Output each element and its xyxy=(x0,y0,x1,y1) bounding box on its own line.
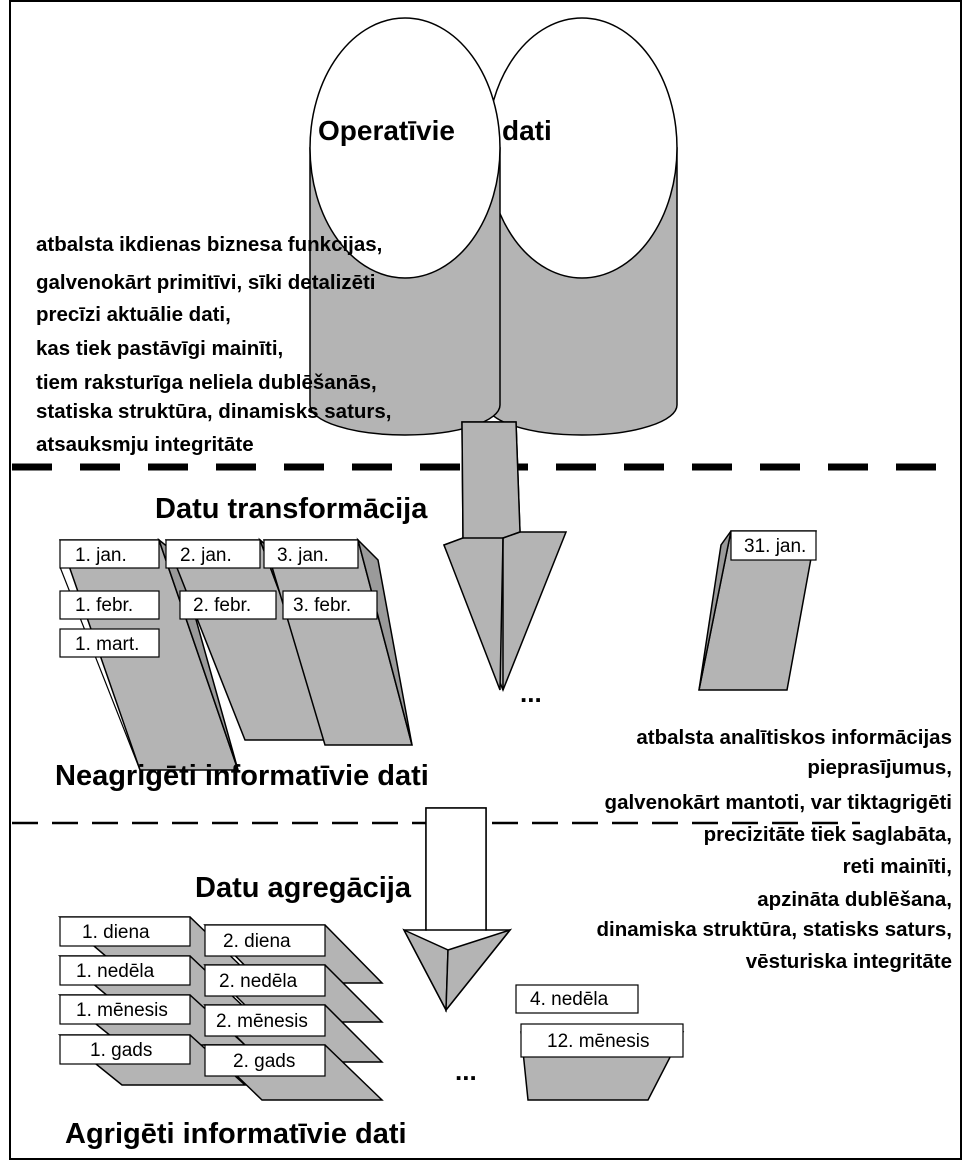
unaggregated-title: Neagrigēti informatīvie dati xyxy=(55,760,429,792)
aggregated-title: Agrigēti informatīvie dati xyxy=(65,1118,407,1150)
aggregation-title: Datu agregācija xyxy=(195,872,412,904)
operational-title-left: Operatīvie xyxy=(318,115,455,146)
operational-desc-line: statiska struktūra, dinamisks saturs, xyxy=(36,400,392,423)
informative-description: atbalsta analītiskos informācijas piepra… xyxy=(597,726,953,973)
period-label: 1. gads xyxy=(90,1040,152,1061)
aggregated-label-boxes: 1. diena 1. nedēla 1. mēnesis 1. gads 2.… xyxy=(59,916,326,1077)
aggregated-ellipsis: ... xyxy=(455,1056,477,1086)
operational-description: atbalsta ikdienas biznesa funkcijas, gal… xyxy=(36,233,392,456)
transformation-title: Datu transformācija xyxy=(155,493,428,525)
operational-desc-line: atsauksmju integritāte xyxy=(36,433,254,456)
period-label: 1. nedēla xyxy=(76,961,155,982)
period-label: 2. gads xyxy=(233,1051,295,1072)
cylinder-left-top xyxy=(309,17,501,279)
operational-title-right: dati xyxy=(502,115,552,146)
operational-data-cylinders xyxy=(309,17,678,436)
informative-desc-line: pieprasījumus, xyxy=(807,756,952,779)
unaggregated-label-boxes: 1. jan. 1. febr. 1. mart. 2. jan. 2. feb… xyxy=(59,539,378,658)
period-label: 2. mēnesis xyxy=(216,1011,308,1032)
diagram-frame xyxy=(9,0,962,1160)
informative-desc-line: reti mainīti, xyxy=(843,855,952,878)
day-label: 31. jan. xyxy=(744,536,806,557)
day-label: 3. jan. xyxy=(277,545,329,566)
aggregation-arrow xyxy=(402,807,513,1013)
operational-desc-line: atbalsta ikdienas biznesa funkcijas, xyxy=(36,233,382,256)
operational-desc-line: kas tiek pastāvīgi mainīti, xyxy=(36,337,283,360)
day-label: 1. jan. xyxy=(75,545,127,566)
informative-desc-line: vēsturiska integritāte xyxy=(746,950,952,973)
period-label: 1. mēnesis xyxy=(76,1000,168,1021)
operational-desc-line: tiem raksturīga neliela dublēšanās, xyxy=(36,371,377,394)
informative-desc-line: dinamiska struktūra, statisks saturs, xyxy=(597,918,953,941)
day-label: 2. jan. xyxy=(180,545,232,566)
block-31-jan: 31. jan. xyxy=(698,530,817,691)
informative-desc-line: apzināta dublēšana, xyxy=(757,888,952,911)
unaggregated-ellipsis: ... xyxy=(520,678,542,708)
period-label: 4. nedēla xyxy=(530,989,609,1010)
day-label: 1. febr. xyxy=(75,595,133,616)
informative-desc-line: galvenokārt mantoti, var tiktagrigēti xyxy=(605,791,952,814)
operational-desc-line: galvenokārt primitīvi, sīki detalizēti xyxy=(36,271,376,294)
period-label: 2. nedēla xyxy=(219,971,298,992)
period-label: 1. diena xyxy=(82,922,150,943)
block-last-periods: 4. nedēla 12. mēnesis xyxy=(515,984,685,1101)
operational-desc-line: precīzi aktuālie dati, xyxy=(36,303,231,326)
transformation-arrow xyxy=(443,421,568,693)
informative-desc-line: atbalsta analītiskos informācijas xyxy=(636,726,952,749)
informative-desc-line: precizitāte tiek saglabāta, xyxy=(704,823,952,846)
period-label: 2. diena xyxy=(223,931,291,952)
day-label: 3. febr. xyxy=(293,595,351,616)
day-label: 2. febr. xyxy=(193,595,251,616)
period-label: 12. mēnesis xyxy=(547,1031,649,1052)
day-label: 1. mart. xyxy=(75,634,139,655)
cylinder-right-top xyxy=(486,17,678,279)
